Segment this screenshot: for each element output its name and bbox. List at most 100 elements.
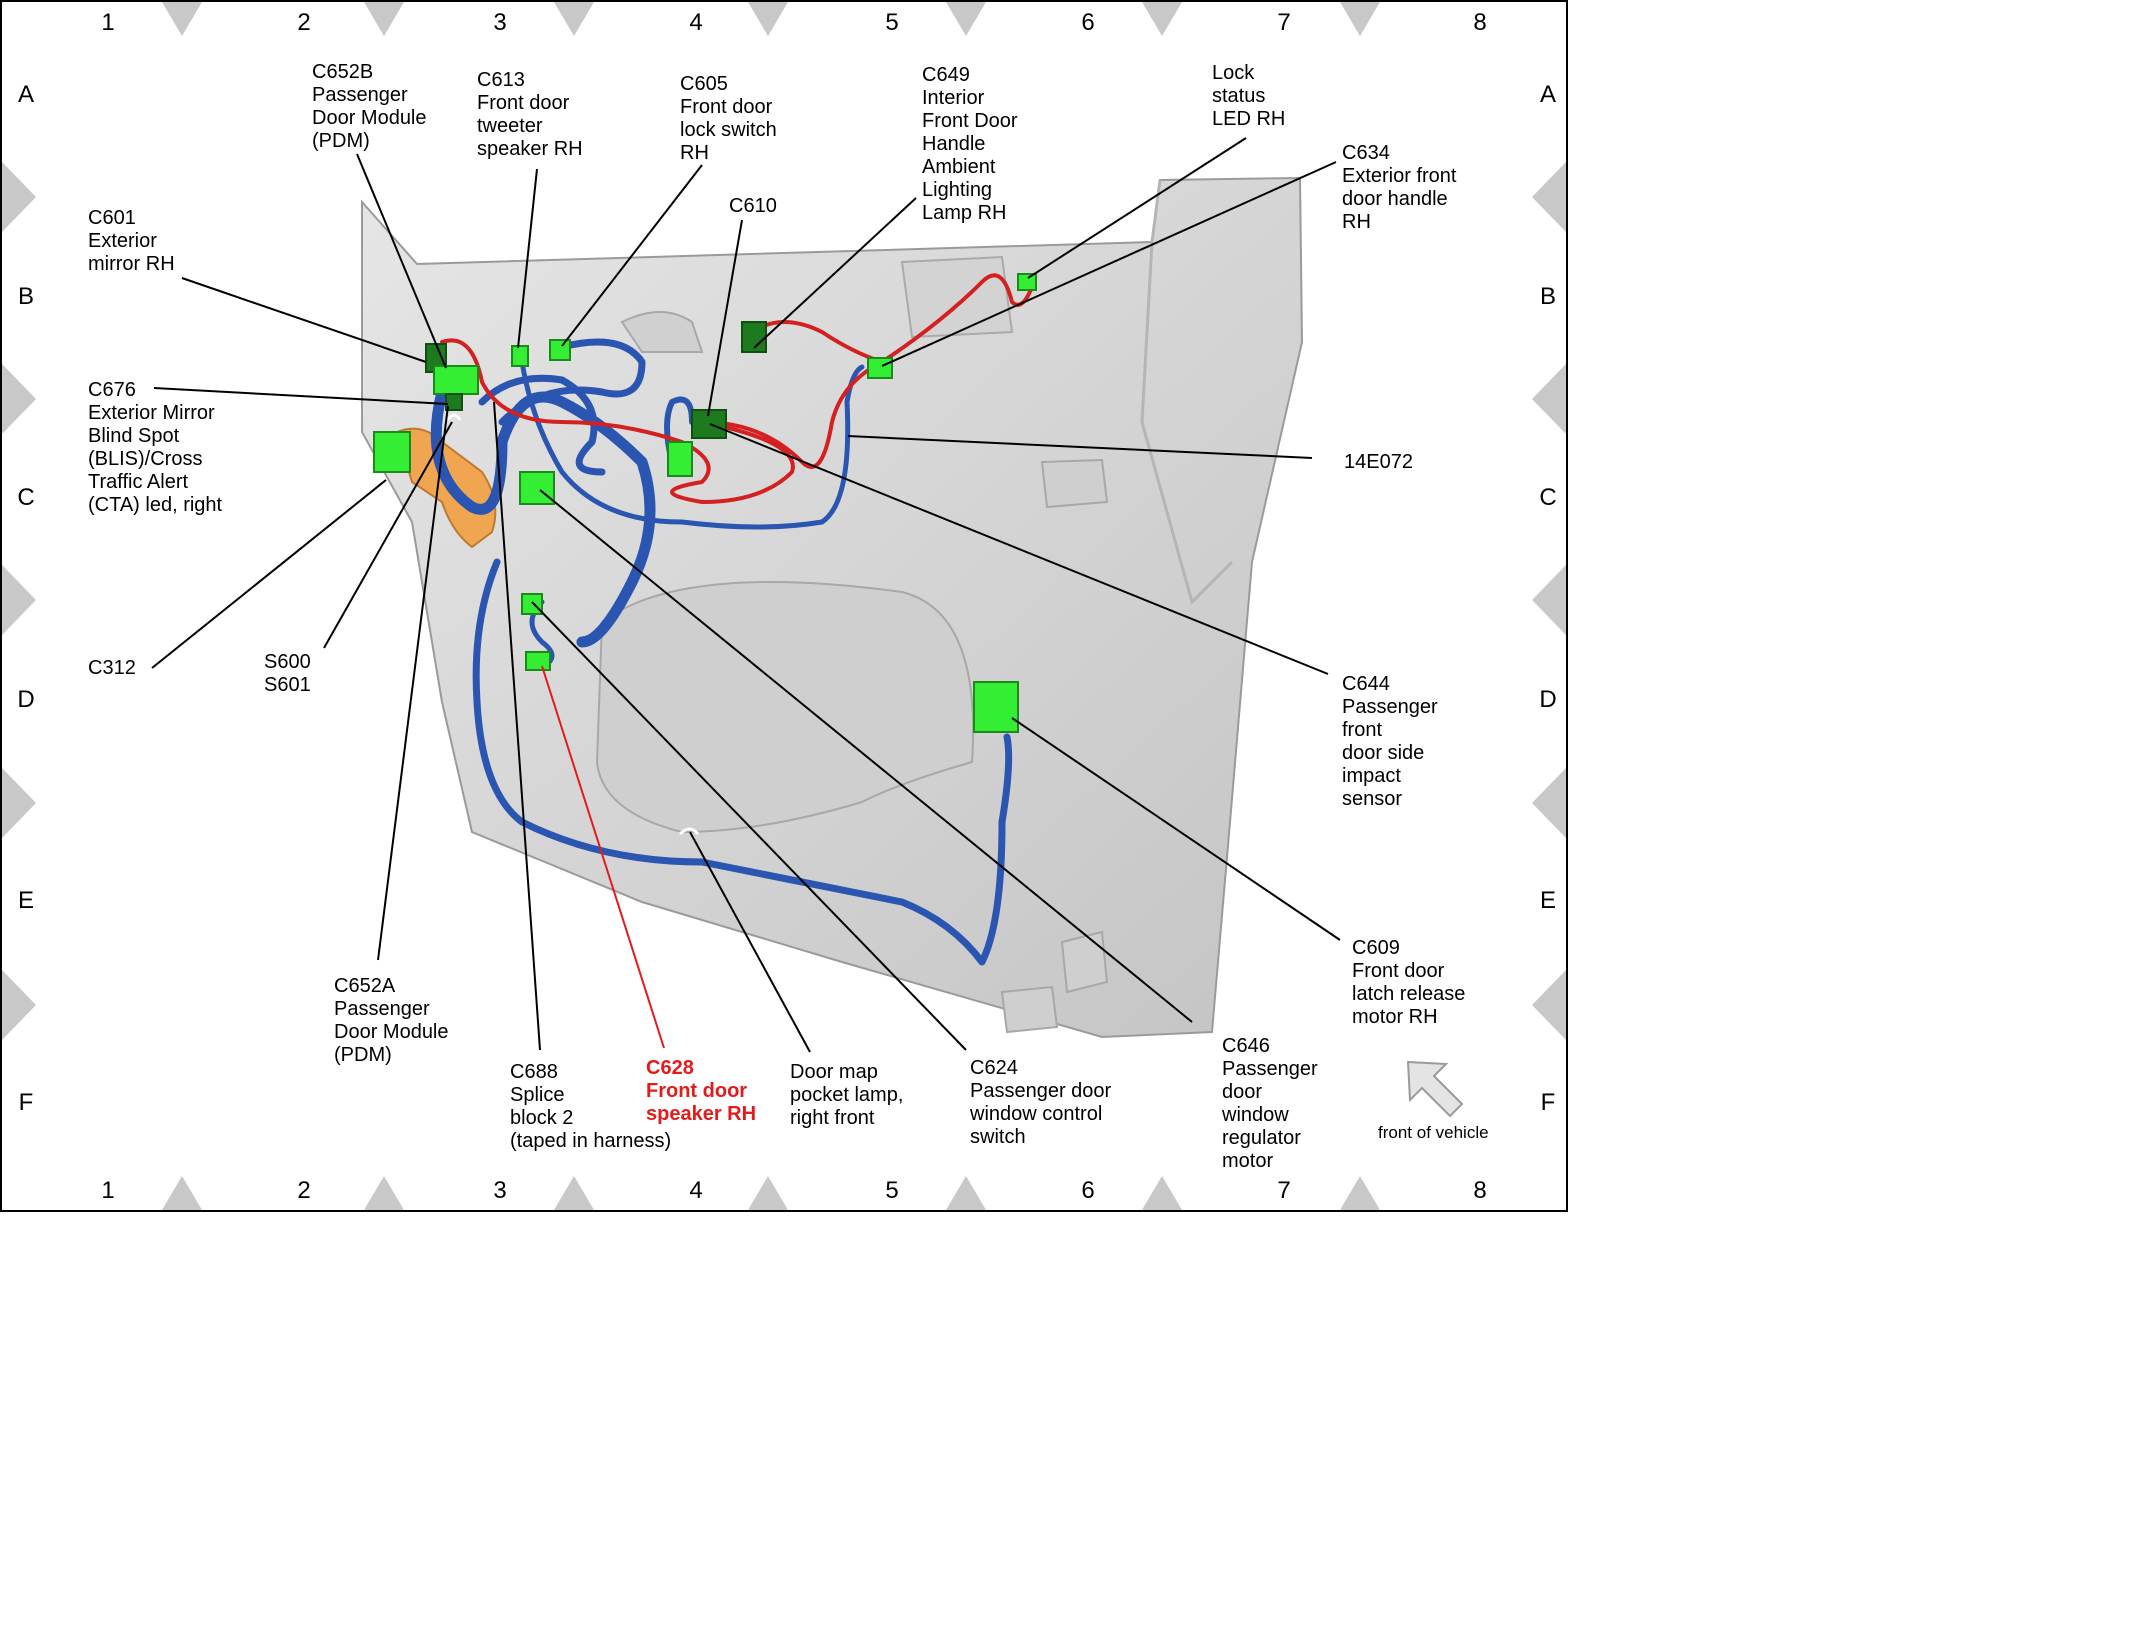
label-line: door: [1222, 1081, 1262, 1103]
label-line: front: [1342, 719, 1382, 741]
connector-c676: [445, 393, 463, 411]
connector-c605: [549, 339, 571, 361]
label-line: (CTA) led, right: [88, 494, 223, 516]
leader-c628: [541, 665, 665, 1049]
map-lamp-marker: [678, 827, 700, 836]
label-line: Front door: [646, 1080, 747, 1102]
label-line: Front door: [1352, 960, 1445, 982]
grid-column-label: 3: [493, 9, 506, 36]
grid-row-label: F: [1541, 1089, 1556, 1116]
grid-column-label: 7: [1277, 9, 1290, 36]
label-line: Door Module: [334, 1021, 449, 1043]
label-line: motor RH: [1352, 1006, 1438, 1028]
grid-column-label: 6: [1081, 1177, 1094, 1204]
label-line: Lamp RH: [922, 202, 1006, 224]
grid-column-label: 8: [1473, 9, 1486, 36]
grid-column-label: 6: [1081, 9, 1094, 36]
grid-column-label: 5: [885, 1177, 898, 1204]
grid-column-label: 8: [1473, 1177, 1486, 1204]
grid-column-label: 4: [689, 9, 702, 36]
leader-lines: [151, 137, 1341, 1053]
label-line: Ambient: [922, 156, 996, 178]
label-line: C609: [1352, 937, 1400, 959]
label-line: C652A: [334, 975, 396, 997]
label-line: speaker RH: [646, 1103, 756, 1125]
grid-column-label: 4: [689, 1177, 702, 1204]
label-line: (BLIS)/Cross: [88, 448, 202, 470]
label-line: C628: [646, 1057, 694, 1079]
connectors: [373, 273, 1037, 836]
grid-column-label: 5: [885, 9, 898, 36]
label-line: RH: [1342, 211, 1371, 233]
label-14e072: 14E072: [1344, 451, 1413, 473]
grid-column-label: 1: [101, 1177, 114, 1204]
label-line: Interior: [922, 87, 985, 109]
grid-row-label: D: [1539, 686, 1556, 713]
connector-c624: [521, 593, 543, 615]
label-line: 14E072: [1344, 451, 1413, 473]
label-line: Handle: [922, 133, 985, 155]
harness-blue: [430, 338, 1013, 966]
label-line: C649: [922, 64, 970, 86]
label-line: Passenger: [334, 998, 430, 1020]
connector-c312: [373, 431, 411, 473]
label-line: block 2: [510, 1107, 573, 1129]
label-line: S600: [264, 651, 311, 673]
connector-c610-b: [667, 441, 693, 477]
grid-row-label: E: [18, 887, 34, 914]
connector-c613: [511, 345, 529, 367]
connector-c652b: [433, 365, 479, 395]
label-line: Door Module: [312, 107, 427, 129]
label-line: door handle: [1342, 188, 1448, 210]
label-line: latch release: [1352, 983, 1465, 1005]
label-line: C676: [88, 379, 136, 401]
grid-column-label: 3: [493, 1177, 506, 1204]
label-line: Exterior: [88, 230, 157, 252]
label-line: window: [1221, 1104, 1289, 1126]
label-line: C652B: [312, 61, 373, 83]
connector-lock-led: [1017, 273, 1037, 291]
label-line: C601: [88, 207, 136, 229]
label-line: S601: [264, 674, 311, 696]
label-line: tweeter: [477, 115, 543, 137]
label-line: C646: [1222, 1035, 1270, 1057]
label-line: C624: [970, 1057, 1018, 1079]
label-line: door side: [1342, 742, 1424, 764]
label-line: Front Door: [922, 110, 1018, 132]
label-line: Passenger: [1222, 1058, 1318, 1080]
splice-marker: [446, 413, 462, 421]
label-line: C605: [680, 73, 728, 95]
label-line: switch: [970, 1126, 1026, 1148]
label-line: Passenger door: [970, 1080, 1112, 1102]
label-line: Traffic Alert: [88, 471, 188, 493]
grid-column-label: 2: [297, 1177, 310, 1204]
label-line: (PDM): [334, 1044, 392, 1066]
grid-row-label: D: [17, 686, 34, 713]
label-line: mirror RH: [88, 253, 175, 275]
grid-row-label: A: [1540, 81, 1556, 108]
label-line: Front door: [477, 92, 570, 114]
label-line: (taped in harness): [510, 1130, 671, 1152]
connector-c646: [519, 471, 555, 505]
label-line: right front: [790, 1107, 875, 1129]
label-line: Lighting: [922, 179, 992, 201]
label-line: regulator: [1222, 1127, 1301, 1149]
front-of-vehicle-arrow-icon: [1406, 1060, 1464, 1118]
